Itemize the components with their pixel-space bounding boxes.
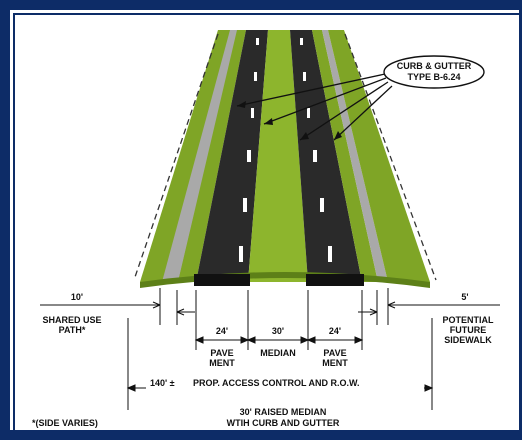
right-curb-block — [306, 274, 364, 286]
pavement-left-label-2: MENT — [209, 358, 235, 368]
right-pavement — [290, 30, 362, 282]
callout-leaders — [236, 73, 393, 141]
median-width: 30' — [272, 326, 284, 336]
shared-use-path-label-2: PATH* — [59, 325, 86, 335]
right-edge-dash — [344, 33, 437, 281]
left-grass-shoulder — [140, 30, 236, 282]
future-sidewalk-label-2: FUTURE — [450, 325, 487, 335]
left-grass-buffer — [178, 30, 246, 282]
median-strip — [248, 30, 308, 282]
right-grass-shoulder — [328, 30, 430, 282]
callout-line2: TYPE B-6.24 — [407, 72, 460, 82]
pavement-right-label-1: PAVE — [323, 348, 346, 358]
median-note-1: 30' RAISED MEDIAN — [240, 407, 327, 417]
median-note-2: WTIH CURB AND GUTTER — [227, 418, 340, 428]
pavement-right-width: 24' — [329, 326, 341, 336]
pavement-left-label-1: PAVE — [210, 348, 233, 358]
callout-bubble — [383, 55, 485, 89]
left-pavement — [196, 30, 268, 282]
pavement-right-label-2: MENT — [322, 358, 348, 368]
row-label-bg — [146, 377, 424, 389]
inner-border — [13, 13, 519, 440]
left-curb-block — [194, 274, 250, 286]
dim-left-path — [40, 301, 195, 316]
left-lane-marks — [239, 38, 259, 262]
shared-use-path-label-1: SHARED USE — [42, 315, 101, 325]
right-grass-buffer — [312, 30, 378, 282]
dim-right-sidewalk — [358, 301, 500, 316]
callout-arrowheads — [237, 101, 342, 140]
future-sidewalk-label-1: POTENTIAL — [443, 315, 495, 325]
right-lane-marks — [300, 38, 332, 262]
row-label: PROP. ACCESS CONTROL AND R.O.W. — [193, 378, 360, 388]
total-row-width: 140' ± — [150, 378, 175, 388]
side-varies-note: *(SIDE VARIES) — [32, 418, 98, 428]
right-sidewalk-width: 5' — [461, 292, 468, 302]
median-label: MEDIAN — [260, 348, 296, 358]
left-edge-dash — [133, 33, 219, 281]
left-path-width: 10' — [71, 292, 83, 302]
left-shared-use-path — [162, 30, 238, 282]
right-sidewalk — [322, 30, 388, 282]
dim-pavement-median — [194, 336, 364, 344]
pavement-left-width: 24' — [216, 326, 228, 336]
callout-line1: CURB & GUTTER — [397, 61, 472, 71]
extension-lines — [127, 288, 433, 410]
future-sidewalk-label-3: SIDEWALK — [444, 335, 492, 345]
